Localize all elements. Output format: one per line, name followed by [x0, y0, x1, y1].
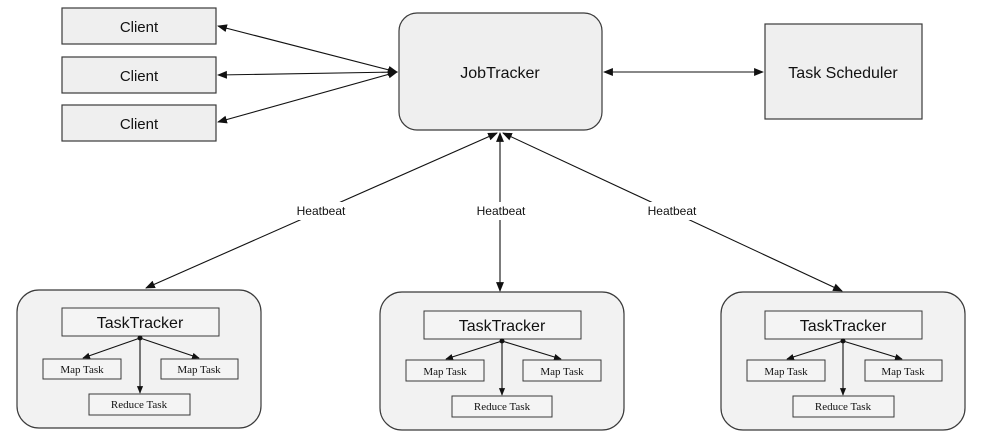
heartbeat-label-middle: Heatbeat [477, 204, 526, 218]
jobtracker-node: JobTracker [398, 12, 603, 131]
heartbeat-label-left: Heatbeat [297, 204, 346, 218]
task-scheduler-node: Task Scheduler [764, 23, 923, 120]
client-node-2: Client [61, 56, 217, 94]
client-label: Client [120, 19, 159, 36]
tasktracker-label: TaskTracker [459, 318, 546, 335]
tasktracker-label: TaskTracker [97, 315, 184, 332]
tasktracker-group-1: TaskTracker Map Task Map Task Reduce Tas… [16, 289, 262, 429]
edge-client1-jobtracker [217, 24, 398, 74]
reduce-task-label: Reduce Task [815, 401, 872, 413]
map-task-label: Map Task [764, 366, 808, 378]
jobtracker-label: JobTracker [460, 65, 540, 82]
reduce-task-label: Reduce Task [111, 399, 168, 411]
client-label: Client [120, 68, 159, 85]
map-task-label: Map Task [423, 366, 467, 378]
map-task-label: Map Task [881, 366, 925, 378]
map-task-label: Map Task [177, 364, 221, 376]
tasktracker-group-2: TaskTracker Map Task Map Task Reduce Tas… [379, 291, 625, 431]
tasktracker-group-3: TaskTracker Map Task Map Task Reduce Tas… [720, 291, 966, 431]
client-label: Client [120, 116, 159, 133]
map-task-label: Map Task [540, 366, 584, 378]
task-scheduler-label: Task Scheduler [788, 65, 898, 82]
map-task-label: Map Task [60, 364, 104, 376]
client-node-3: Client [61, 104, 217, 142]
edge-client2-jobtracker [217, 68, 398, 79]
reduce-task-label: Reduce Task [474, 401, 531, 413]
tasktracker-label: TaskTracker [800, 318, 887, 335]
edge-client3-jobtracker [217, 70, 398, 124]
client-node-1: Client [61, 7, 217, 45]
heartbeat-label-right: Heatbeat [648, 204, 697, 218]
